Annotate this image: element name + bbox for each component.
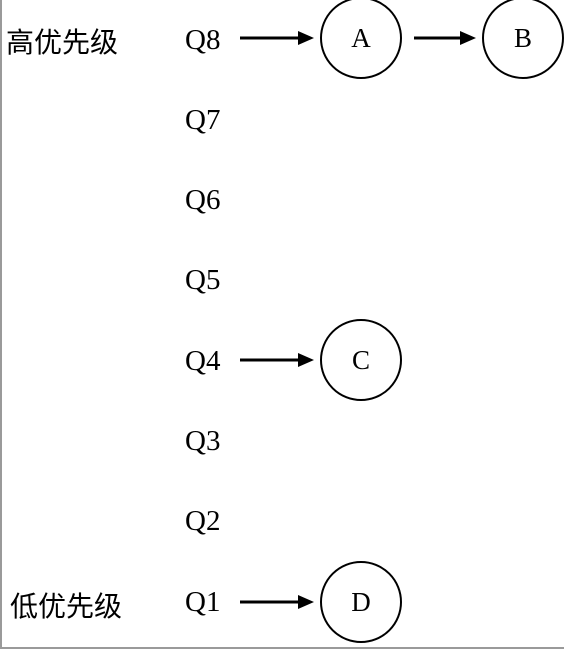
arrow-q8-to-a	[240, 31, 314, 45]
arrow-q4-to-c	[240, 353, 314, 367]
node-d: D	[320, 561, 402, 643]
node-b: B	[482, 0, 564, 79]
queue-label-q4: Q4	[185, 345, 221, 377]
queue-label-q2: Q2	[185, 505, 220, 537]
queue-label-q1: Q1	[185, 586, 220, 618]
arrow-a-to-b	[414, 31, 476, 45]
low-priority-label: 低优先级	[10, 590, 122, 623]
node-c-label: C	[352, 345, 370, 375]
node-a-label: A	[351, 23, 371, 53]
high-priority-label: 高优先级	[6, 26, 118, 59]
node-a: A	[320, 0, 402, 79]
node-c: C	[320, 319, 402, 401]
queue-label-q6: Q6	[185, 184, 220, 216]
arrow-q1-to-d	[240, 595, 314, 609]
queue-label-q3: Q3	[185, 425, 220, 457]
queue-label-q7: Q7	[185, 104, 220, 136]
node-d-label: D	[351, 587, 371, 617]
queue-label-q8: Q8	[185, 24, 220, 56]
queue-label-q5: Q5	[185, 264, 220, 296]
node-b-label: B	[514, 23, 532, 53]
